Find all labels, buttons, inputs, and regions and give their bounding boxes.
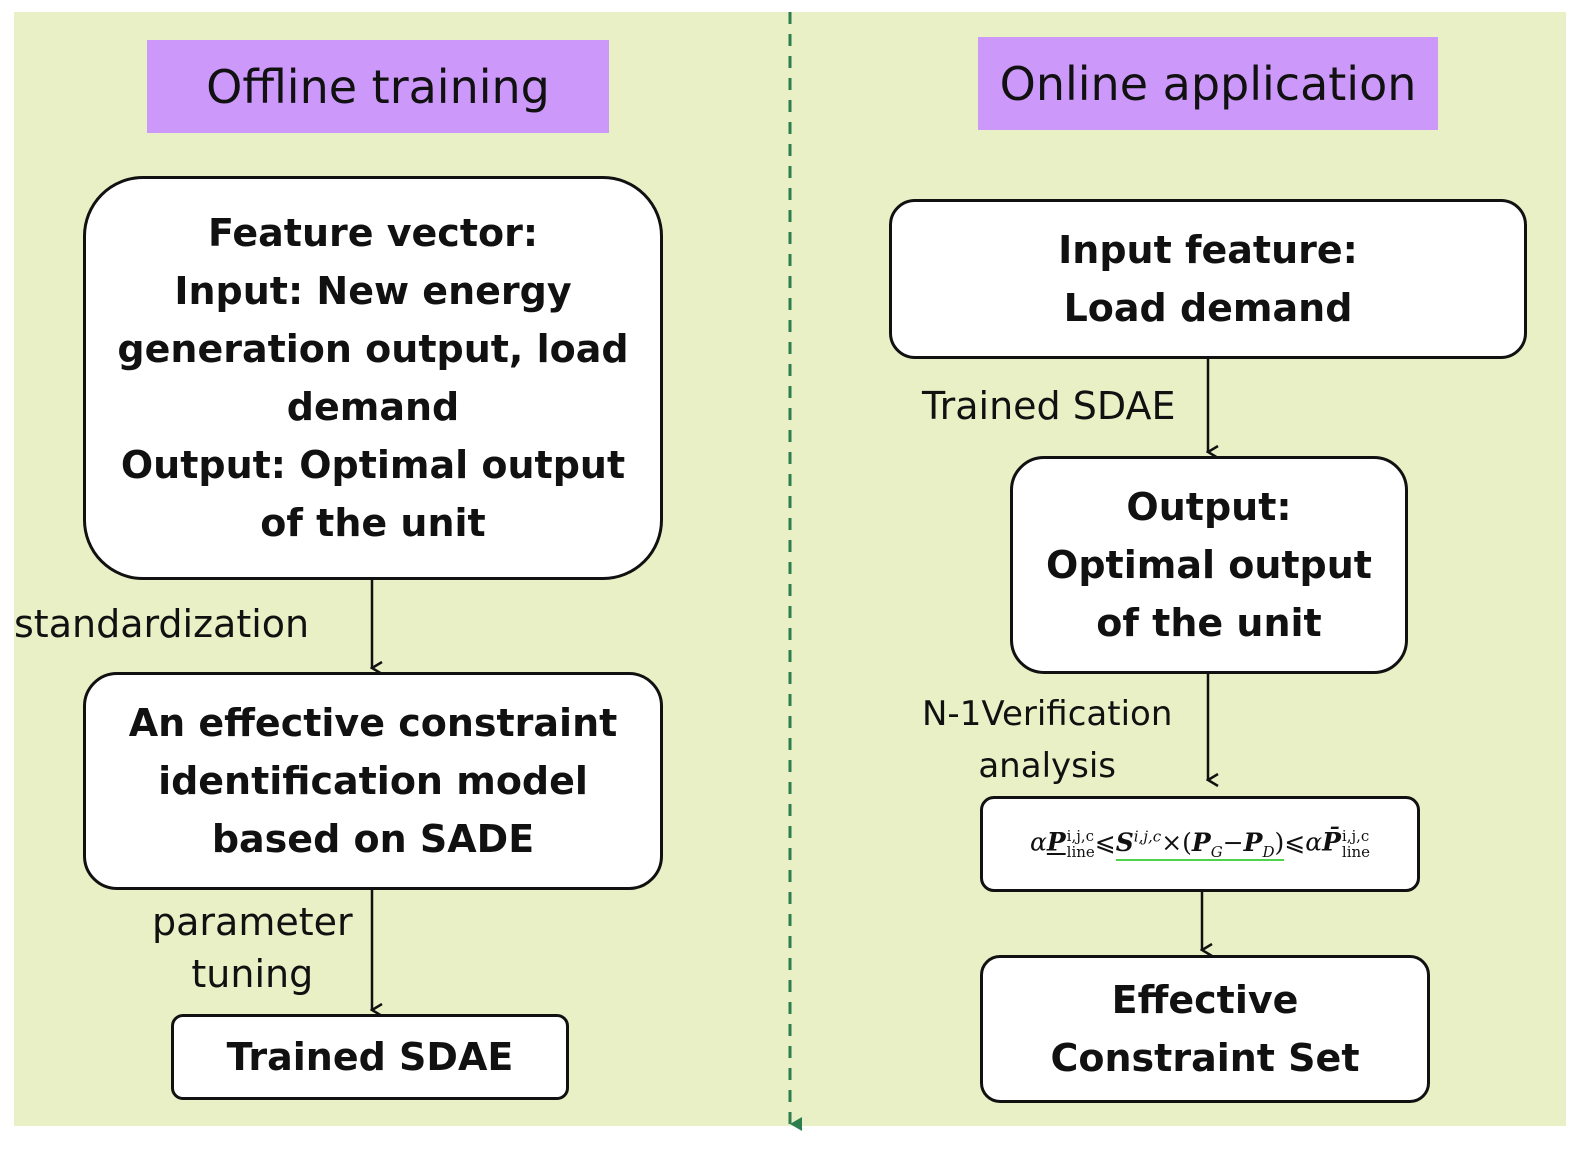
input-feature-box: Input feature: Load demand (889, 199, 1527, 359)
input-feature-line-2: Load demand (1063, 286, 1353, 330)
p-upper-sup: i,j,c (1341, 827, 1370, 846)
p-upper-sub: line (1341, 843, 1371, 862)
p-line-upper: P̄ (1322, 827, 1341, 857)
standardization-label: standardization (14, 598, 309, 650)
p-lower-sub: line (1066, 843, 1095, 862)
s-sup: i,j,c (1133, 827, 1162, 846)
online-application-header: Online application (978, 37, 1438, 130)
optimal-output-line-1: Output: (1126, 485, 1292, 529)
close-paren: ) (1274, 827, 1285, 857)
p-line-lower: P (1046, 827, 1066, 857)
feature-vector-line-5: Output: Optimal output (120, 443, 626, 487)
effective-constraint-line-2: Constraint Set (1050, 1036, 1360, 1080)
standardization-text: standardization (14, 602, 310, 646)
parameter-tuning-line-2: tuning (191, 952, 314, 996)
optimal-output-box: Output: Optimal output of the unit (1010, 456, 1408, 674)
offline-training-header: Offline training (147, 40, 609, 133)
online-application-title: Online application (999, 56, 1417, 111)
leq-symbol-1: ⩽ (1094, 827, 1116, 857)
minus-symbol: − (1222, 827, 1244, 857)
trained-sdae-edge-label: Trained SDAE (922, 380, 1175, 432)
feature-vector-line-6: of the unit (260, 501, 486, 545)
trained-sdae-edge-text: Trained SDAE (922, 384, 1176, 428)
alpha-symbol-2: α (1305, 827, 1323, 857)
sensitivity-term: Si,j,c×(PG−PD) (1115, 827, 1285, 861)
parameter-tuning-label: parameter tuning (152, 896, 353, 1000)
optimal-output-line-2: Optimal output (1046, 543, 1372, 587)
constraint-model-box: An effective constraint identification m… (83, 672, 663, 890)
input-feature-line-1: Input feature: (1058, 228, 1358, 272)
feature-vector-line-1: Feature vector: (207, 211, 539, 255)
d-sub: D (1262, 842, 1275, 861)
effective-constraint-line-1: Effective (1111, 978, 1299, 1022)
trained-sdae-text: Trained SDAE (226, 1035, 514, 1079)
times-symbol: × (1161, 827, 1183, 857)
offline-training-title: Offline training (206, 59, 550, 114)
leq-symbol-2: ⩽ (1284, 827, 1306, 857)
n1-verification-line-1: N-1Verification (922, 694, 1173, 734)
alpha-symbol: α (1029, 827, 1047, 857)
feature-vector-line-2: Input: New energy (174, 269, 572, 313)
effective-constraint-set-box: Effective Constraint Set (980, 955, 1430, 1103)
s-symbol: S (1115, 827, 1134, 857)
feature-vector-box: Feature vector: Input: New energy genera… (83, 176, 663, 580)
n1-verification-line-2: analysis (978, 746, 1117, 786)
constraint-model-line-3: based on SADE (211, 817, 535, 861)
g-sub: G (1210, 842, 1223, 861)
open-paren: ( (1182, 827, 1192, 857)
feature-vector-line-4: demand (286, 385, 460, 429)
pd-symbol: P (1243, 827, 1263, 857)
n1-verification-label: N-1Verification analysis (922, 688, 1172, 792)
constraint-model-line-2: identification model (158, 759, 588, 803)
p-lower-sup: i,j,c (1066, 827, 1095, 846)
feature-vector-line-3: generation output, load (117, 327, 629, 371)
pg-symbol: P (1191, 827, 1211, 857)
trained-sdae-box: Trained SDAE (171, 1014, 569, 1100)
optimal-output-line-3: of the unit (1096, 601, 1322, 645)
constraint-model-line-1: An effective constraint (128, 701, 618, 745)
parameter-tuning-line-1: parameter (152, 900, 353, 944)
